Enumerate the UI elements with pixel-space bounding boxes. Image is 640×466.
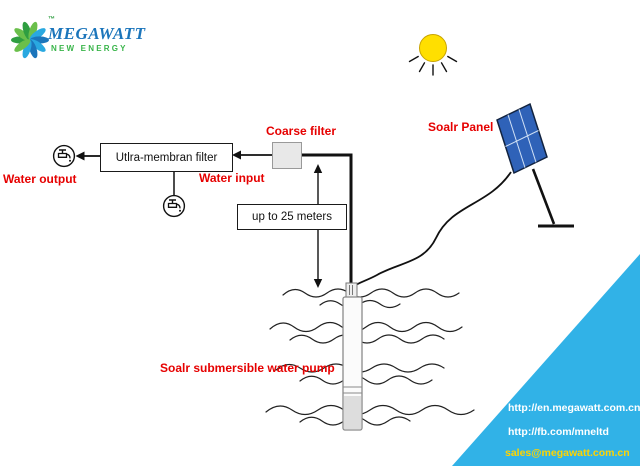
company-logo: ™ MEGAWATT NEW ENERGY [8, 16, 208, 68]
sun-icon [408, 34, 458, 76]
solar-panel-caption: Soalr Panel [428, 120, 494, 134]
footer-email[interactable]: sales@megawatt.com.cn [505, 447, 630, 459]
pump-caption: Soalr submersible water pump [160, 361, 335, 375]
water-waves [265, 288, 475, 426]
pump-body [342, 282, 363, 431]
ultra-filter-box: Utlra-membran filter [100, 143, 233, 172]
pipe-lines [75, 150, 353, 284]
logo-pinwheel-icon [11, 21, 49, 59]
water-input-caption: Water input [199, 171, 265, 185]
trademark-symbol: ™ [48, 16, 55, 23]
footer-triangle [452, 254, 640, 466]
ultra-filter-label: Utlra-membran filter [115, 151, 218, 164]
coarse-filter-caption: Coarse filter [266, 124, 337, 138]
coarse-filter-box [272, 142, 302, 169]
brand-name: MEGAWATT [48, 24, 146, 43]
faucet-icon-input [162, 194, 186, 218]
brand-subtitle: NEW ENERGY [51, 44, 128, 53]
water-output-caption: Water output [3, 172, 77, 186]
depth-box: up to 25 meters [237, 204, 347, 230]
power-cable [352, 171, 512, 288]
depth-label: up to 25 meters [252, 211, 332, 223]
footer-link-facebook[interactable]: http://fb.com/mneltd [508, 426, 609, 438]
faucet-icon-output [52, 144, 76, 168]
footer-link-website[interactable]: http://en.megawatt.com.cn [508, 402, 640, 414]
solar-panel [496, 102, 574, 228]
